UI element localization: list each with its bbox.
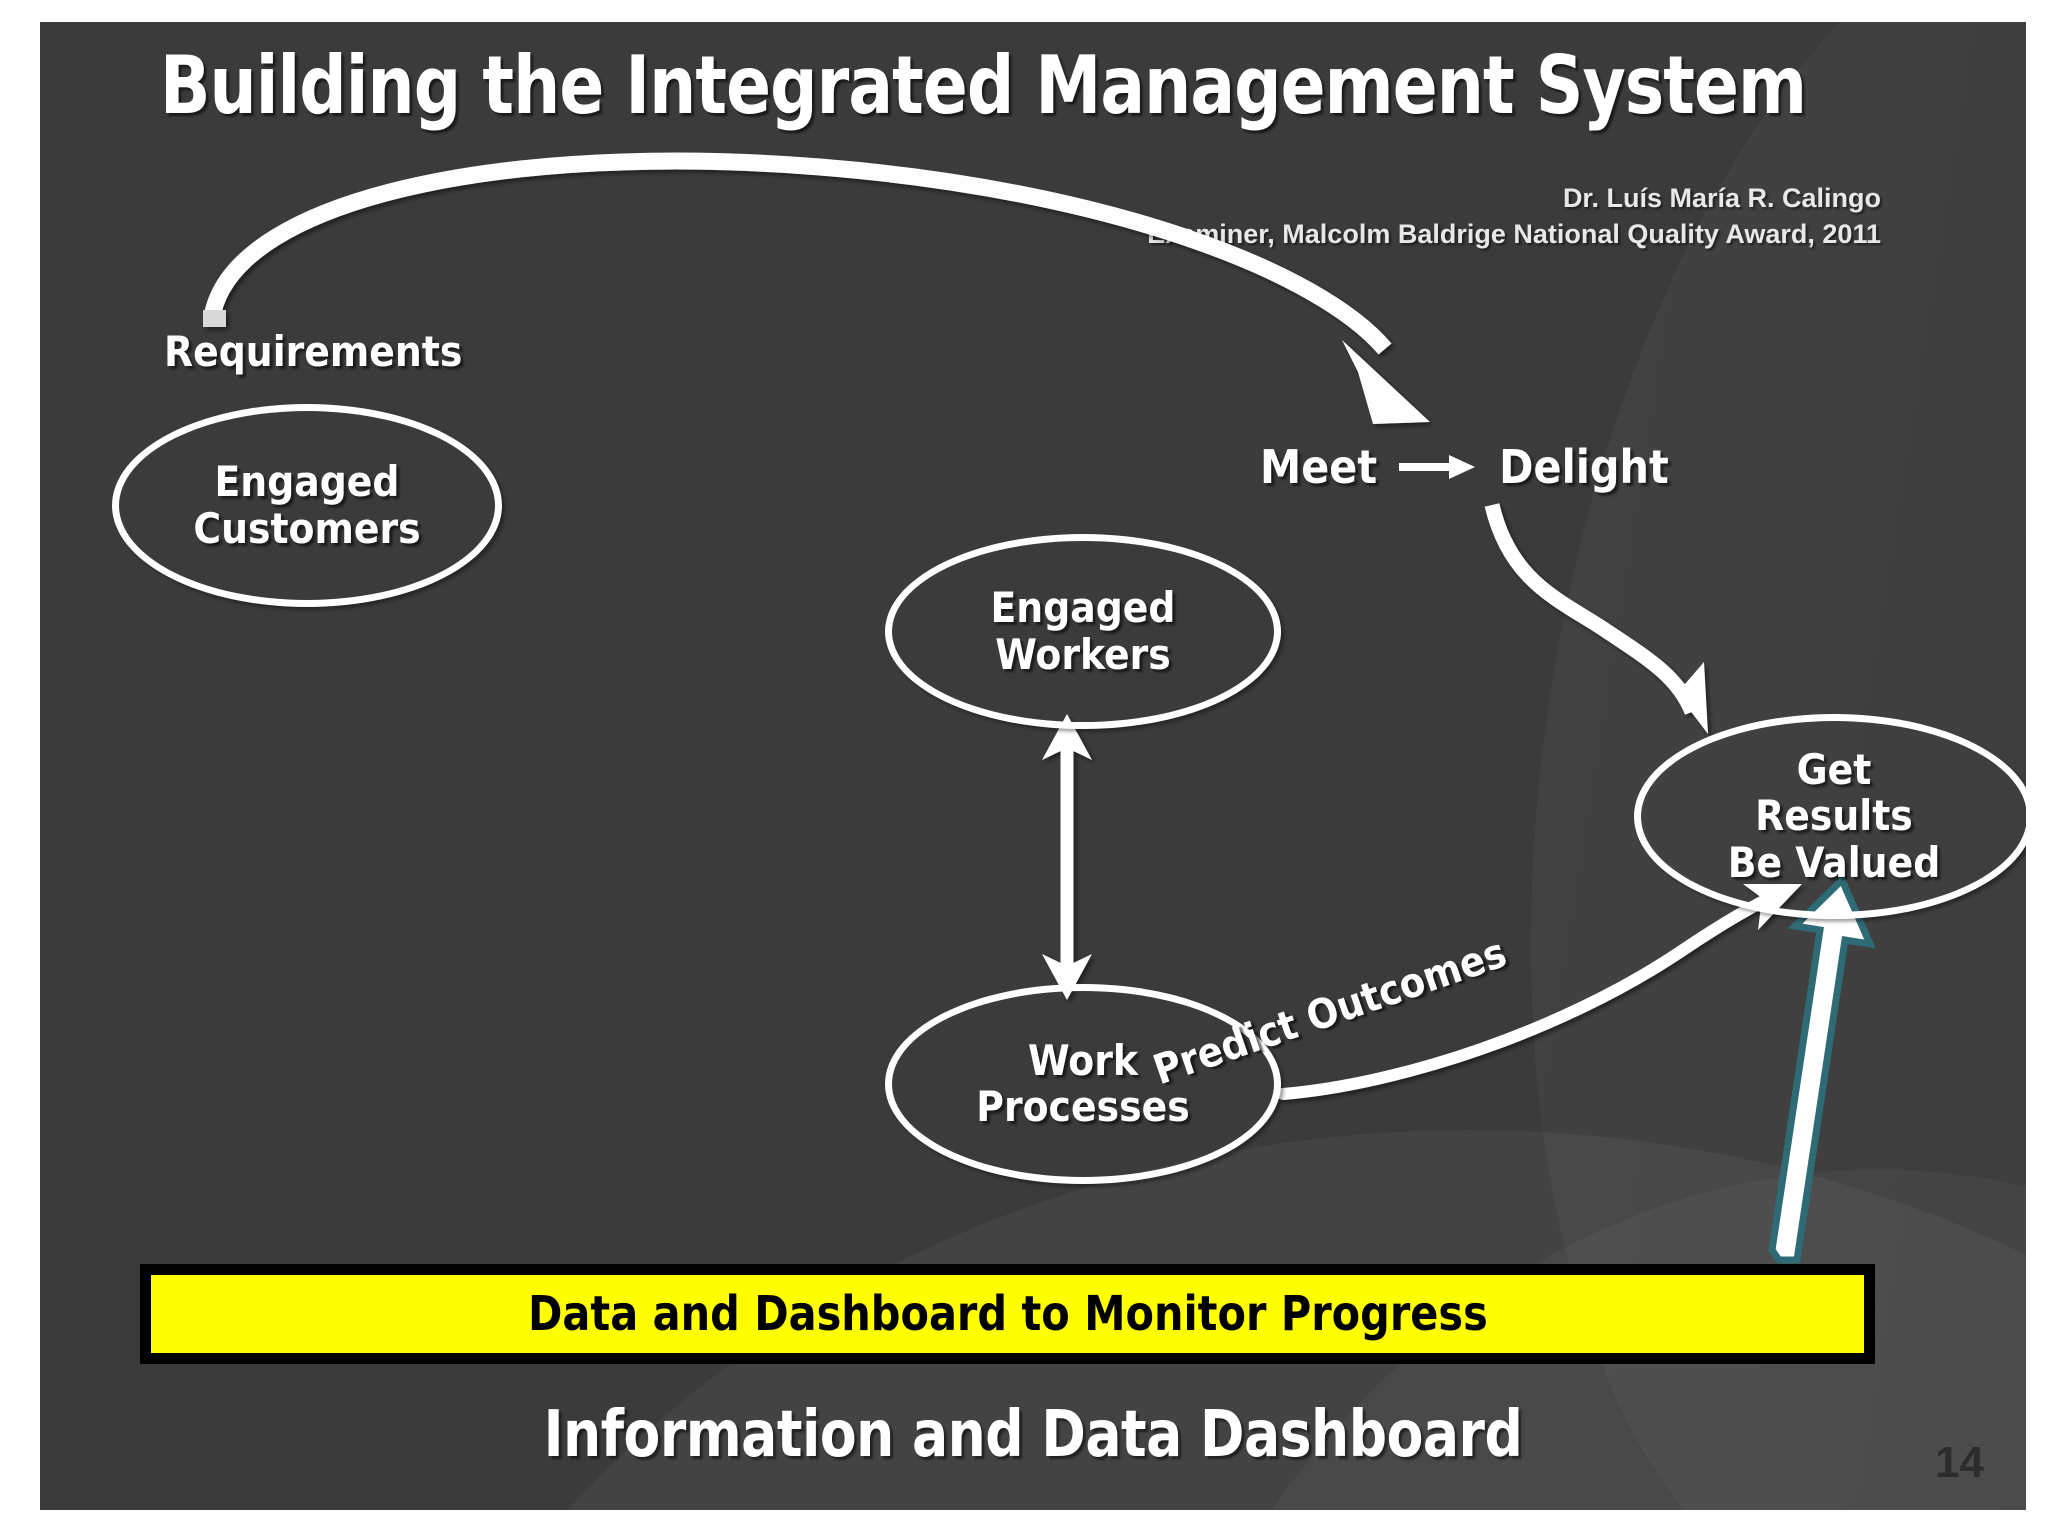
node-work-processes-line1: Work (1028, 1035, 1138, 1085)
node-work-processes-line2: Processes (976, 1082, 1190, 1131)
node-get-results-line2: Results (1755, 791, 1913, 841)
node-engaged-customers-label: Engaged Customers (193, 459, 420, 551)
node-engaged-workers-line2: Workers (995, 629, 1171, 679)
page-title: Building the Integrated Management Syste… (160, 39, 1807, 132)
slide-canvas: Building the Integrated Management Syste… (40, 22, 2026, 1510)
meet-label: Meet (1260, 440, 1378, 494)
right-arrow-icon (1399, 455, 1476, 479)
dashboard-banner-text: Data and Dashboard to Monitor Progress (527, 1286, 1488, 1342)
node-work-processes[interactable]: Work Processes (885, 984, 1281, 1184)
node-engaged-workers[interactable]: Engaged Workers (885, 534, 1281, 729)
dashboard-to-results-block-arrow (1768, 873, 1876, 1264)
footer-caption: Information and Data Dashboard (543, 1398, 1523, 1472)
attribution-role: Examiner, Malcolm Baldrige National Qual… (1147, 219, 1881, 250)
node-engaged-customers-line1: Engaged (214, 457, 400, 507)
requirements-label: Requirements (164, 327, 463, 376)
meet-delight-group: Meet Delight (1260, 440, 1669, 494)
node-engaged-customers[interactable]: Engaged Customers (112, 404, 502, 607)
node-engaged-workers-label: Engaged Workers (990, 585, 1175, 677)
attribution-author: Dr. Luís María R. Calingo (1562, 183, 1881, 213)
node-get-results-label: Get Results Be Valued (1728, 747, 1941, 886)
attribution-block: Dr. Luís María R. Calingo Examiner, Malc… (1147, 180, 1881, 253)
node-get-results[interactable]: Get Results Be Valued (1634, 714, 2026, 919)
delight-to-results-arrow (1484, 503, 1708, 734)
node-get-results-line1: Get (1796, 745, 1872, 795)
predict-outcomes-arrow (1277, 884, 1802, 1100)
workers-processes-double-arrow (1042, 714, 1092, 1000)
node-engaged-customers-line2: Customers (193, 503, 421, 553)
page-number: 14 (1935, 1438, 1984, 1487)
node-work-processes-label: Work Processes (976, 1035, 1190, 1131)
node-engaged-workers-line1: Engaged (990, 583, 1176, 633)
dashboard-banner[interactable]: Data and Dashboard to Monitor Progress (140, 1264, 1875, 1364)
node-get-results-line3: Be Valued (1727, 837, 1941, 887)
delight-label: Delight (1499, 440, 1669, 494)
